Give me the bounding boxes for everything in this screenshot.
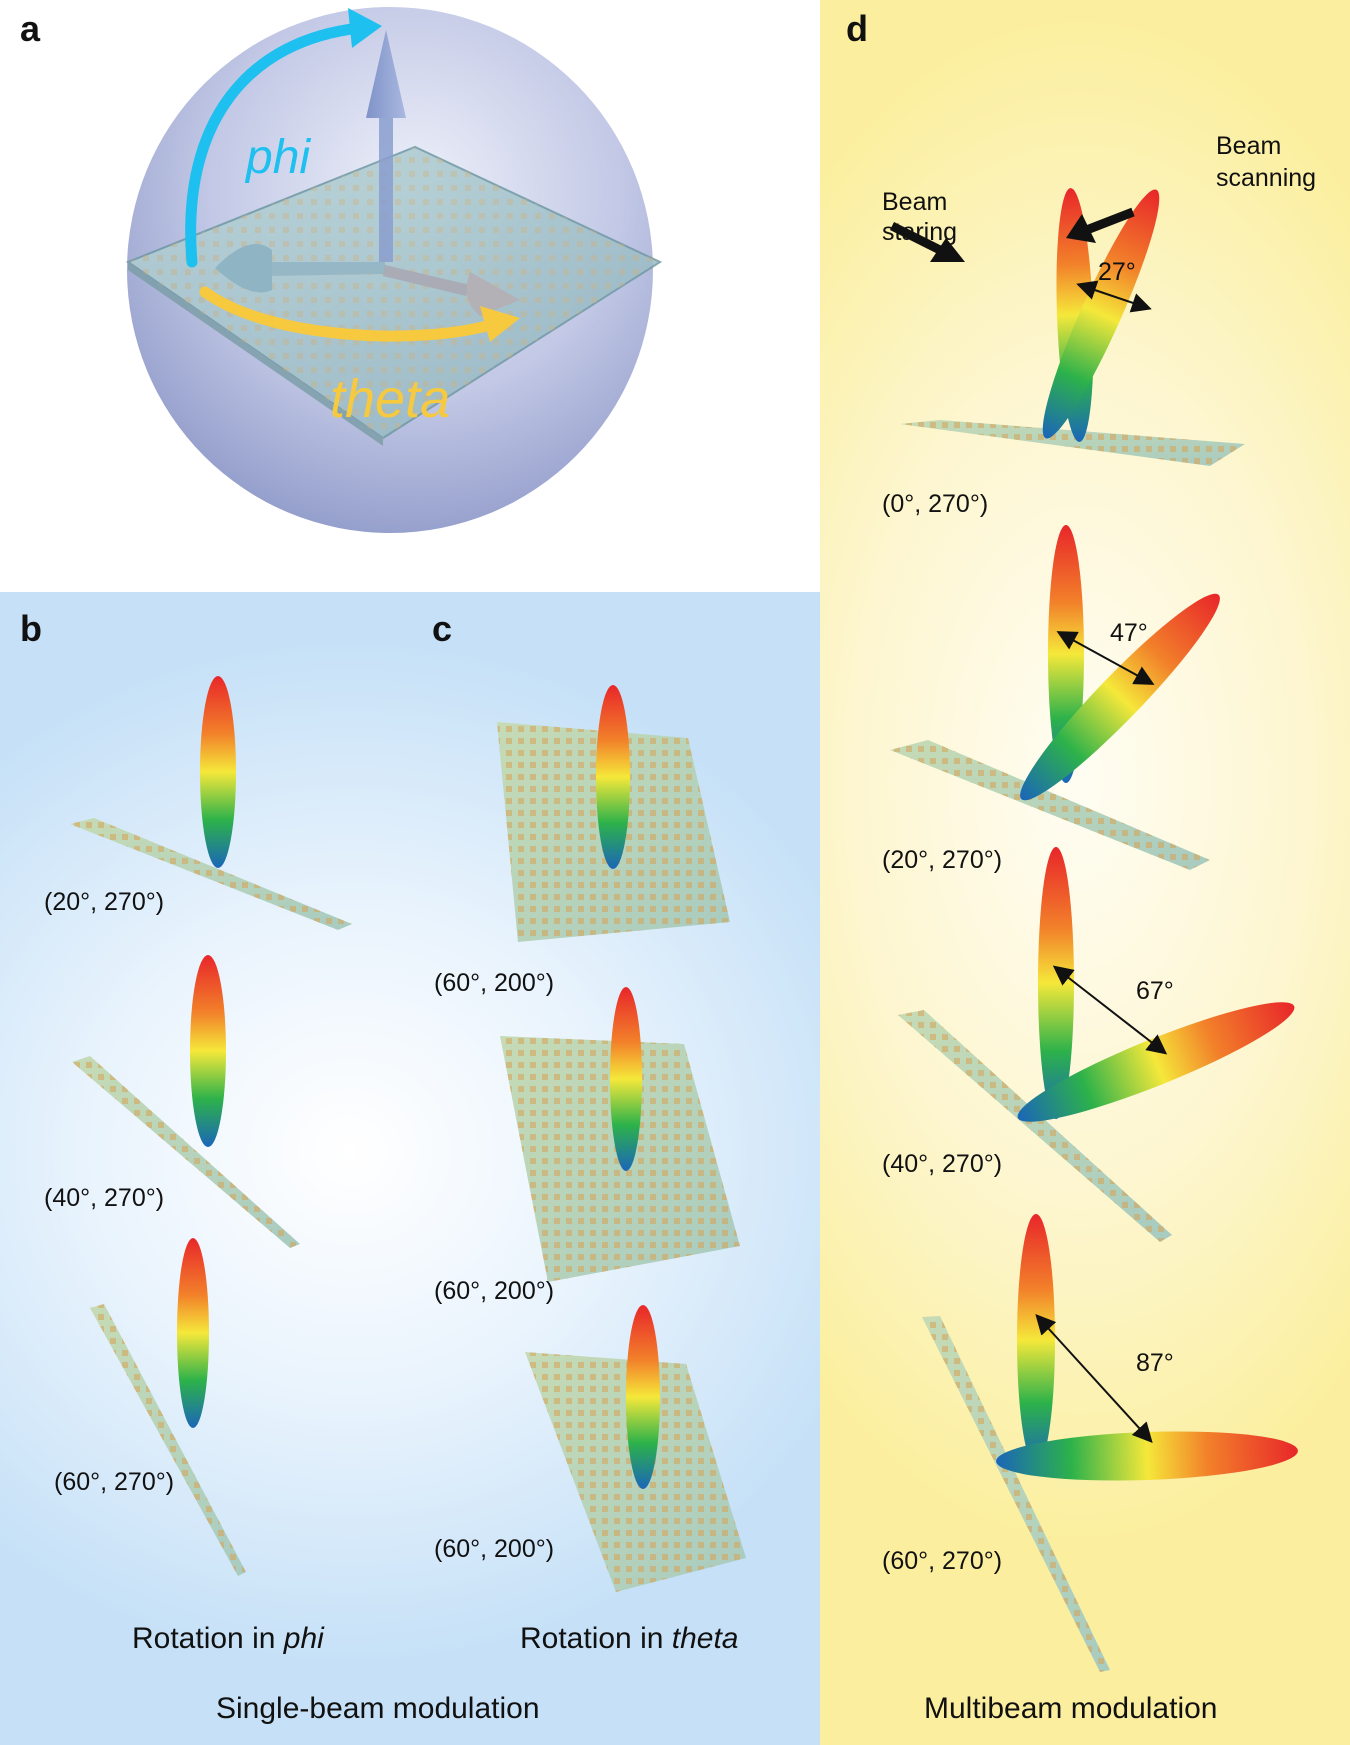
beam-staring-line-2: staring [882, 218, 958, 246]
beam-c-3 [626, 1305, 660, 1489]
phi-arrowhead [348, 8, 382, 48]
beam-d-1-scanning [1042, 189, 1160, 439]
beam-staring-line-1: Beam [882, 188, 948, 216]
label-b-1: (20°, 270°) [44, 888, 165, 916]
label-d-2: (20°, 270°) [882, 846, 1003, 874]
label-d-4: (60°, 270°) [882, 1547, 1003, 1575]
caption-c-text: Rotation in [520, 1622, 672, 1655]
pointer-scanning [1082, 207, 1135, 236]
panel-d: d [820, 0, 1350, 1745]
label-b-3: (60°, 270°) [54, 1468, 175, 1496]
phi-label: phi [246, 131, 311, 184]
beam-scanning-line-2: scanning [1216, 164, 1317, 192]
pointer-staring [889, 221, 949, 258]
caption-single-beam: Single-beam modulation [216, 1692, 540, 1725]
label-d-3: (40°, 270°) [882, 1150, 1003, 1178]
beam-scanning-label: Beam scanning [1216, 130, 1316, 194]
angle-arrow-d-3 [1052, 965, 1168, 1055]
coordinate-sphere-illustration [125, 7, 663, 533]
plate-b-1 [70, 818, 352, 930]
angle-label-d-1: 27° [1098, 258, 1136, 286]
label-c-1: (60°, 200°) [434, 969, 555, 997]
angle-label-d-3: 67° [1136, 977, 1174, 1005]
caption-c-em: theta [671, 1622, 739, 1655]
beam-staring-label: Beam staring [882, 187, 957, 247]
beam-b-3 [177, 1238, 209, 1428]
caption-c: Rotation in theta [520, 1622, 739, 1656]
angle-label-d-4: 87° [1136, 1349, 1174, 1377]
plate-d-1 [900, 420, 1245, 466]
label-c-3: (60°, 200°) [434, 1535, 555, 1563]
beam-illustrations-bc [70, 676, 746, 1592]
plate-d-4 [922, 1316, 1110, 1672]
label-d-1: (0°, 270°) [882, 490, 989, 518]
y-axis-arrow [383, 265, 520, 316]
beam-d-4-staring [1017, 1214, 1055, 1466]
plate-d-3 [898, 1010, 1172, 1242]
beam-d-4-scanning [996, 1431, 1298, 1481]
panel-letter-d: d [846, 8, 868, 49]
angle-arrow-d-4 [1035, 1314, 1153, 1443]
multibeam-illustration [889, 188, 1298, 1672]
plate-b-3 [90, 1304, 246, 1576]
panel-letter-b: b [20, 608, 42, 649]
beam-b-1 [200, 676, 236, 868]
z-axis-arrow [366, 30, 406, 262]
theta-arrow [199, 286, 496, 342]
panel-bc: b c [0, 592, 820, 1745]
panel-a: a [0, 0, 820, 592]
caption-b: Rotation in phi [132, 1622, 324, 1656]
angle-label-d-2: 47° [1110, 619, 1148, 647]
angle-arrow-d-1 [1076, 280, 1152, 313]
caption-multibeam: Multibeam modulation [924, 1692, 1218, 1725]
theta-arrowhead [480, 306, 520, 342]
phi-arrow [185, 22, 366, 268]
x-axis-arrow [215, 244, 385, 293]
theta-label: theta [330, 369, 451, 429]
plate-b-2 [72, 1056, 300, 1248]
caption-b-em: phi [283, 1622, 324, 1655]
label-c-2: (60°, 200°) [434, 1277, 555, 1305]
caption-b-text: Rotation in [132, 1622, 284, 1655]
beam-c-1 [596, 685, 630, 869]
beam-scanning-line-1: Beam [1216, 132, 1282, 160]
panel-letter-c: c [432, 608, 453, 649]
beam-b-2 [190, 955, 226, 1147]
beam-d-2-scanning [1020, 593, 1220, 801]
beam-d-3-scanning [1017, 1002, 1295, 1122]
angle-arrow-d-2 [1056, 631, 1155, 685]
label-b-2: (40°, 270°) [44, 1184, 165, 1212]
panel-letter-a: a [20, 8, 41, 49]
beam-c-2 [610, 987, 642, 1171]
plate-d-2 [890, 740, 1210, 870]
plate [125, 145, 663, 446]
